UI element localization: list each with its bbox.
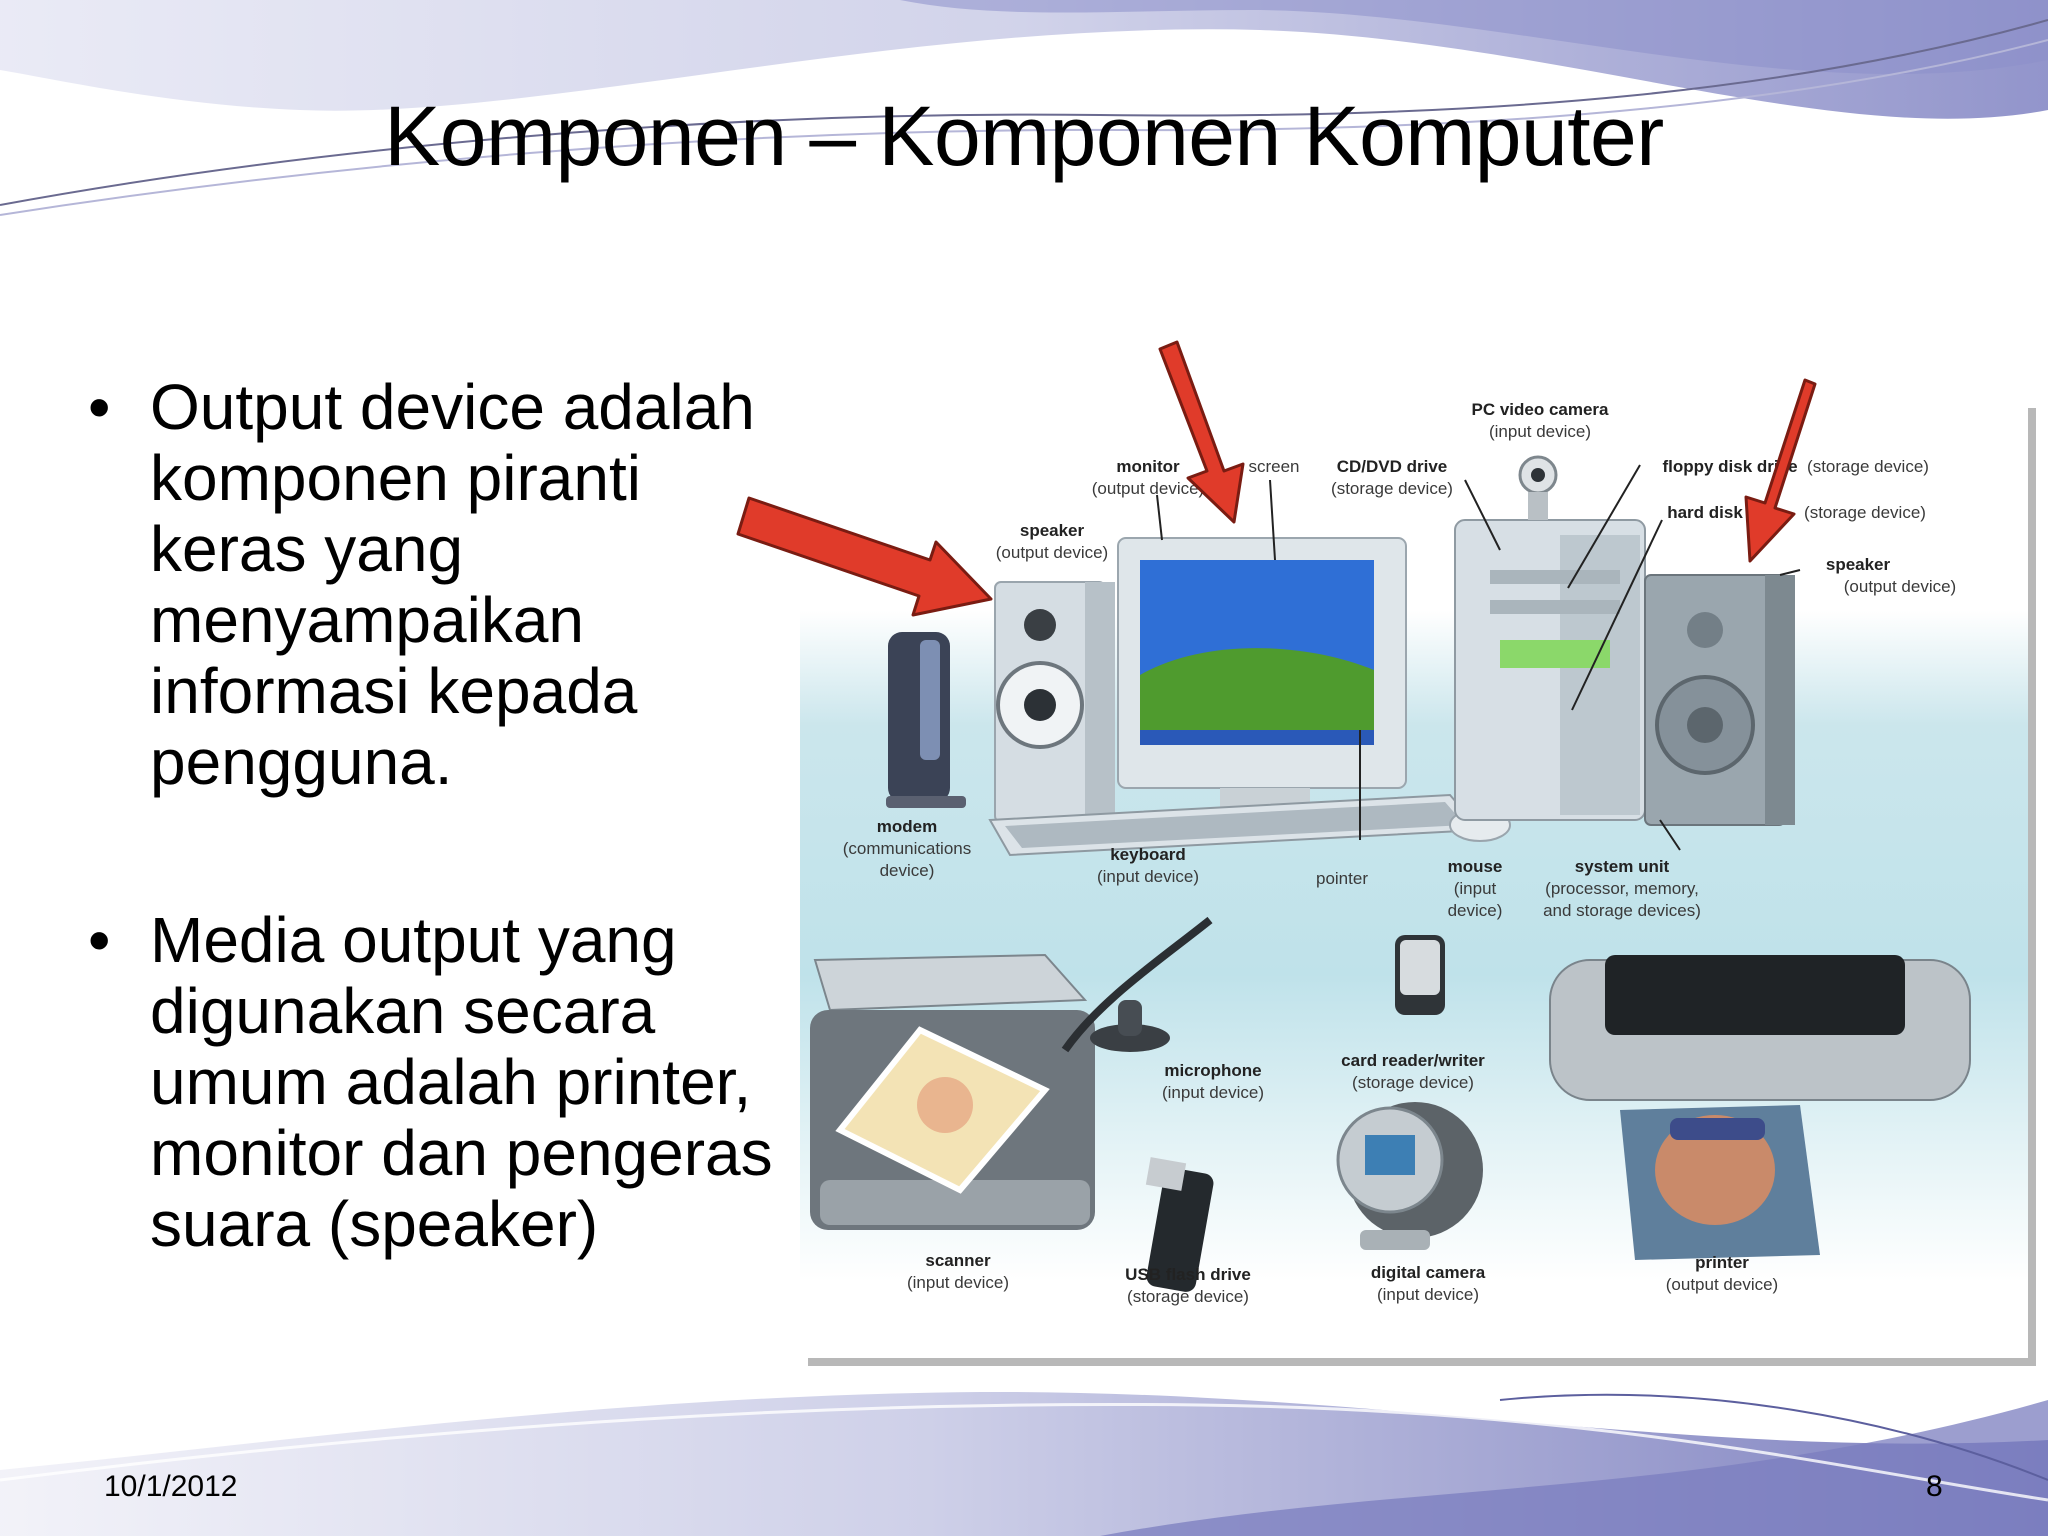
leader-lines — [1156, 464, 1801, 851]
label-scanner: scanner — [925, 1251, 991, 1270]
scanner-image — [810, 953, 1095, 1230]
component-labels: PC video camera (input device) monitor (… — [843, 400, 1956, 1306]
bullet-list: • Output device adalah komponen piranti … — [84, 372, 784, 1260]
label-scanner-type: (input device) — [907, 1273, 1009, 1292]
label-speaker-left-type: (output device) — [996, 543, 1108, 562]
bullet-text: Output device adalah komponen piranti ke… — [150, 371, 755, 798]
label-microphone-type: (input device) — [1162, 1083, 1264, 1102]
label-digital-camera: digital camera — [1371, 1263, 1486, 1282]
printer-image — [1549, 955, 1971, 1260]
label-keyboard: keyboard — [1110, 845, 1186, 864]
slide-number: 8 — [1926, 1470, 1943, 1503]
label-mouse-type-line2: device) — [1448, 901, 1503, 920]
bullet-item-output-device: • Output device adalah komponen piranti … — [84, 372, 784, 798]
digital-camera-image — [1336, 1102, 1483, 1250]
footer-date: 10/1/2012 — [104, 1470, 238, 1503]
label-hard-disk-type: (storage device) — [1804, 503, 1926, 522]
label-printer-type: (output device) — [1666, 1275, 1778, 1294]
bullet-text: Media output yang digunakan secara umum … — [150, 904, 773, 1260]
modem-image — [886, 632, 966, 808]
label-pc-video-camera: PC video camera — [1471, 400, 1609, 419]
label-modem: modem — [877, 817, 937, 836]
label-screen: screen — [1248, 457, 1299, 476]
computer-components-figure: PC video camera (input device) monitor (… — [800, 400, 2028, 1358]
label-modem-type-line1: (communications — [843, 839, 972, 858]
label-usb-flash-drive-type: (storage device) — [1127, 1287, 1249, 1306]
label-system-unit-type-line2: and storage devices) — [1543, 901, 1701, 920]
bullet-item-media-output: • Media output yang digunakan secara umu… — [84, 905, 784, 1260]
label-speaker-right-type: (output device) — [1844, 577, 1956, 596]
microphone-image — [1061, 916, 1213, 1053]
label-speaker-left: speaker — [1020, 521, 1085, 540]
left-speaker-image — [994, 581, 1115, 823]
label-hard-disk: hard disk — [1667, 503, 1743, 522]
label-pc-video-camera-type: (input device) — [1489, 422, 1591, 441]
computer-components-illustration: PC video camera (input device) monitor (… — [810, 400, 1971, 1306]
bullet-marker: • — [88, 371, 111, 443]
label-usb-flash-drive: USB flash drive — [1125, 1265, 1251, 1284]
label-speaker-right: speaker — [1826, 555, 1891, 574]
monitor-image — [1117, 537, 1407, 808]
label-cd-dvd-drive-type: (storage device) — [1331, 479, 1453, 498]
usb-flash-drive-image — [1145, 1157, 1214, 1292]
label-digital-camera-type: (input device) — [1377, 1285, 1479, 1304]
label-mouse: mouse — [1448, 857, 1503, 876]
card-reader-image — [1395, 935, 1445, 1015]
label-monitor-type: (output device) — [1092, 479, 1204, 498]
label-keyboard-type: (input device) — [1097, 867, 1199, 886]
label-system-unit: system unit — [1575, 857, 1670, 876]
label-card-reader: card reader/writer — [1341, 1051, 1485, 1070]
label-cd-dvd-drive: CD/DVD drive — [1337, 457, 1448, 476]
label-card-reader-type: (storage device) — [1352, 1073, 1474, 1092]
label-mouse-type-line1: (input — [1454, 879, 1497, 898]
bullet-marker: • — [88, 904, 111, 976]
label-floppy-disk-drive: floppy disk drive — [1662, 457, 1797, 476]
right-speaker-image — [1644, 574, 1795, 826]
slide-title: Komponen – Komponen Komputer — [384, 89, 1664, 183]
system-unit-image — [1454, 455, 1646, 821]
label-floppy-disk-drive-type: (storage device) — [1807, 457, 1929, 476]
label-modem-type-line2: device) — [880, 861, 935, 880]
label-microphone: microphone — [1164, 1061, 1261, 1080]
label-system-unit-type-line1: (processor, memory, — [1545, 879, 1699, 898]
label-printer: printer — [1695, 1253, 1749, 1272]
label-pointer: pointer — [1316, 869, 1368, 888]
label-monitor: monitor — [1116, 457, 1180, 476]
